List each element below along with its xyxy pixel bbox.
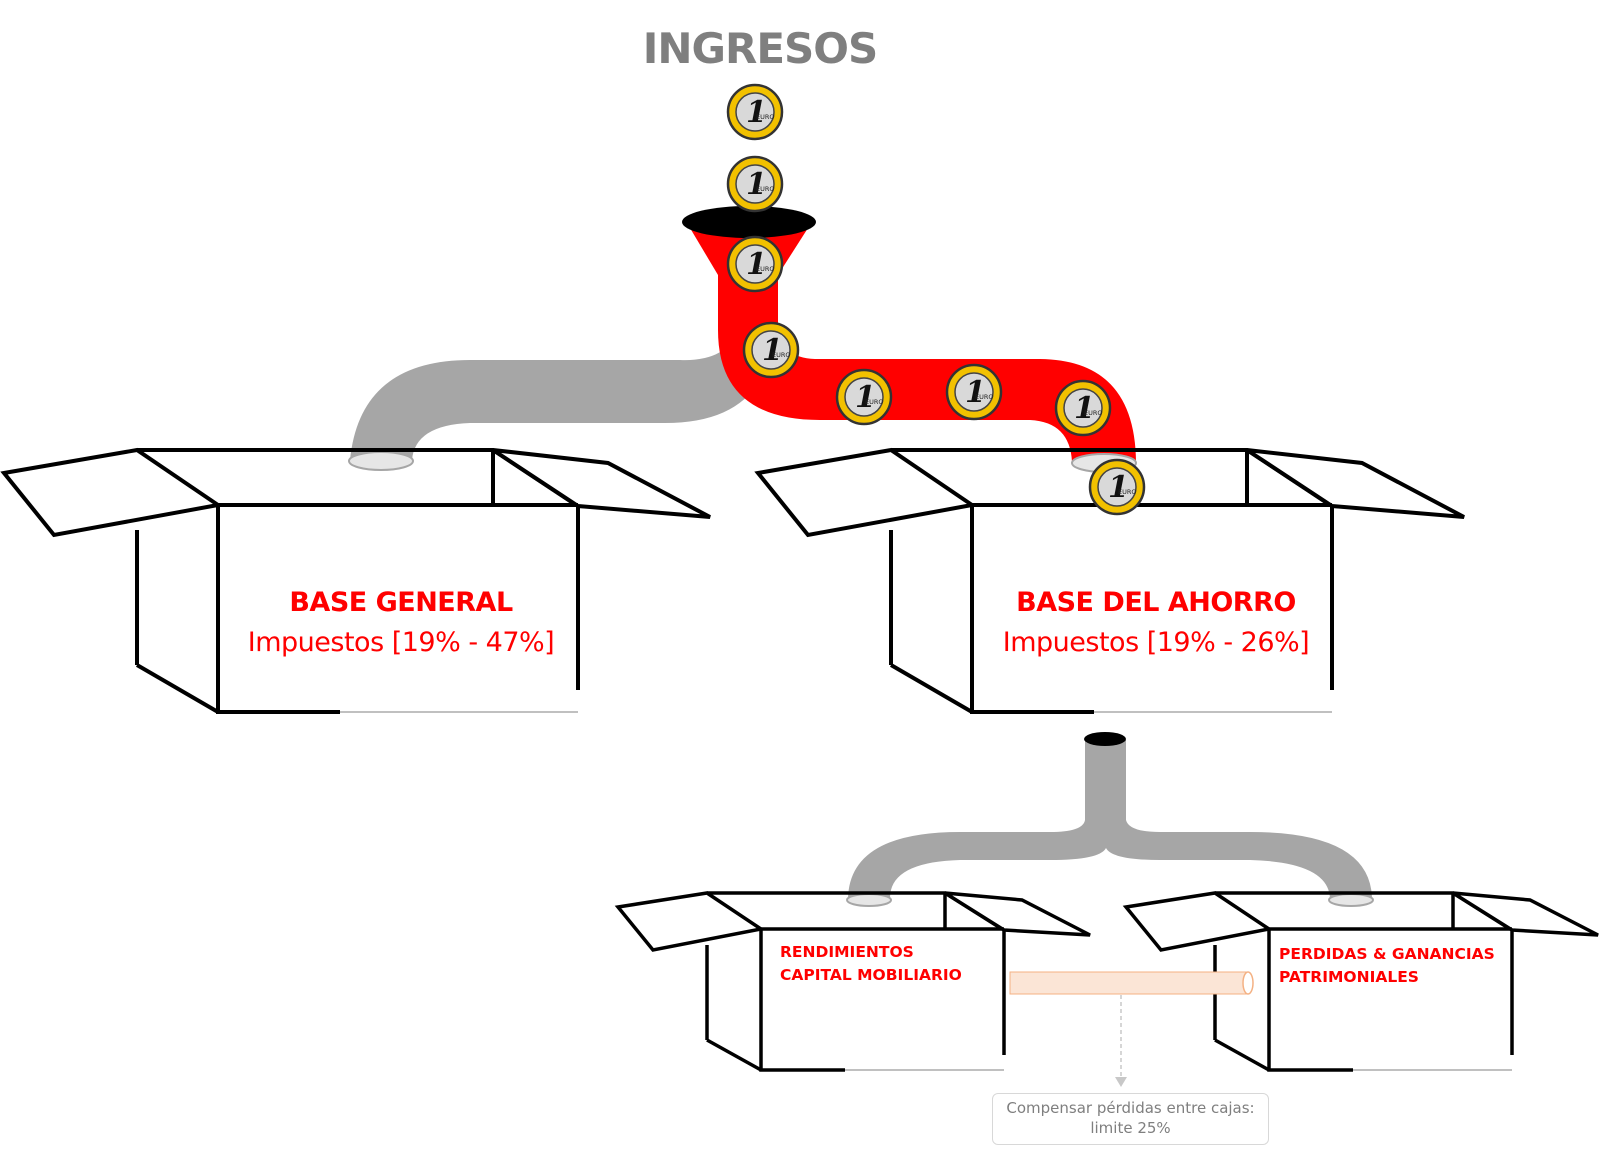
funnel-top [682, 206, 816, 238]
svg-text:1: 1 [1074, 391, 1095, 426]
box-perdidas [1122, 891, 1599, 1072]
base-ahorro-title: BASE DEL AHORRO [1016, 587, 1296, 618]
split-outlet-left [846, 893, 892, 907]
base-general-subtitle: Impuestos [19% - 47%] [247, 627, 555, 658]
svg-text:EURO: EURO [756, 113, 775, 121]
note-line-2: limite 25% [1090, 1119, 1171, 1137]
svg-text:EURO: EURO [865, 398, 884, 406]
svg-text:1: 1 [855, 380, 876, 415]
connector-arrow-head [1115, 1077, 1127, 1087]
svg-text:1: 1 [746, 247, 767, 282]
svg-text:1: 1 [965, 375, 986, 410]
note-line-1: Compensar pérdidas entre cajas: [1006, 1099, 1255, 1117]
compensation-note: Compensar pérdidas entre cajas: limite 2… [992, 1093, 1269, 1145]
connector-tube [1009, 971, 1249, 995]
split-outlet-right [1328, 893, 1374, 907]
pipe-to-base-ahorro [718, 272, 1136, 462]
svg-text:EURO: EURO [1084, 409, 1103, 417]
base-general-title: BASE GENERAL [289, 587, 513, 618]
diagram-title: INGRESOS [642, 24, 878, 73]
svg-text:EURO: EURO [756, 185, 775, 193]
split-pipe [848, 740, 1372, 898]
split-pipe-top [1084, 732, 1126, 746]
pipe-outlet-general [348, 451, 414, 471]
svg-text:1: 1 [1108, 470, 1129, 505]
base-ahorro-subtitle: Impuestos [19% - 26%] [1002, 627, 1310, 658]
svg-text:EURO: EURO [756, 265, 775, 273]
box-base-ahorro [754, 447, 1465, 714]
svg-text:1: 1 [762, 333, 783, 368]
rendimientos-title: RENDIMIENTOS CAPITAL MOBILIARIO [780, 943, 962, 984]
pipe-to-base-general [350, 330, 760, 460]
svg-text:EURO: EURO [772, 351, 791, 359]
box-rendimientos [614, 891, 1091, 1072]
box-base-general [0, 447, 711, 714]
svg-text:1: 1 [746, 167, 767, 202]
svg-text:EURO: EURO [975, 393, 994, 401]
svg-text:EURO: EURO [1118, 488, 1137, 496]
perdidas-title: PERDIDAS & GANANCIAS PATRIMONIALES [1279, 945, 1495, 986]
connector-tube-end [1242, 971, 1254, 995]
svg-text:1: 1 [746, 95, 767, 130]
